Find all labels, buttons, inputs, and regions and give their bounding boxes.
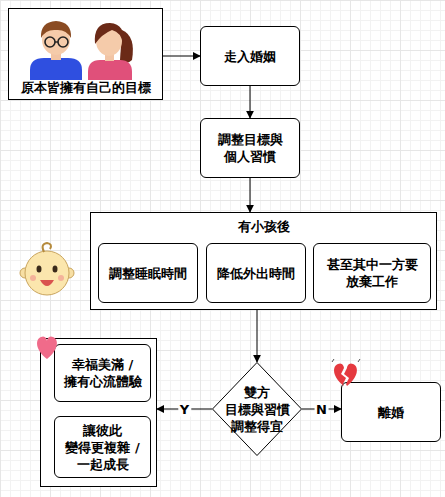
decision-diamond: 雙方 目標與習慣 調整得宜 <box>212 362 302 456</box>
baby-ear <box>64 268 74 278</box>
baby-eye <box>37 266 42 273</box>
flow-arrow <box>302 409 341 410</box>
man-shirt <box>30 58 82 80</box>
process-box: 調整睡眠時間 <box>98 243 198 303</box>
node-text: 走入婚姻 <box>224 48 276 65</box>
man-figure <box>30 21 82 80</box>
node-text: 調整目標與 個人習慣 <box>204 131 296 165</box>
heart-icon <box>37 336 57 359</box>
man-face <box>42 25 70 55</box>
node-text: 調整睡眠時間 <box>109 265 187 282</box>
flow-arrow <box>163 56 200 57</box>
flow-arrow <box>250 86 251 118</box>
man-neck <box>51 52 61 60</box>
baby-face <box>20 243 74 295</box>
process-box: 走入婚姻 <box>200 26 300 86</box>
outcome-box: 幸福美滿 / 擁有心流體驗 <box>54 344 151 402</box>
baby-cheek <box>30 275 36 281</box>
end-box: 離婚 <box>341 382 441 442</box>
edge-label: Y <box>178 402 191 417</box>
woman-hair <box>95 23 124 44</box>
baby-hair <box>43 243 51 252</box>
baby-cheek <box>58 275 64 281</box>
start-box: 原本皆擁有自己的目標 <box>8 8 163 100</box>
node-text: 離婚 <box>378 404 404 421</box>
woman-figure <box>88 23 133 80</box>
process-box: 降低外出時間 <box>206 243 306 303</box>
outcome-group-box: 幸福美滿 / 擁有心流體驗讓彼此 變得更複雜 / 一起成長 <box>40 338 157 487</box>
baby-ear <box>20 268 30 278</box>
group-box: 有小孩後調整睡眠時間 降低外出時間 甚至其中一方要 放棄工作 <box>90 212 437 310</box>
man-hair <box>41 21 71 38</box>
broken-heart-right <box>344 363 357 386</box>
node-text: 雙方 目標與習慣 調整得宜 <box>221 384 293 435</box>
node-text: 有小孩後 <box>238 218 290 235</box>
process-box: 甚至其中一方要 放棄工作 <box>313 243 431 303</box>
flow-arrow <box>257 310 258 362</box>
man-glasses <box>55 41 58 42</box>
edge-label: N <box>314 402 329 417</box>
node-text: 原本皆擁有自己的目標 <box>21 79 151 96</box>
flow-arrow <box>250 178 251 212</box>
process-box: 調整目標與 個人習慣 <box>200 118 300 178</box>
node-text: 降低外出時間 <box>217 265 295 282</box>
man-glasses <box>45 37 55 47</box>
baby-eye <box>53 266 58 273</box>
flow-arrow <box>157 409 212 410</box>
broken-heart-icon <box>332 359 360 386</box>
node-text: 幸福美滿 / 擁有心流體驗 <box>58 356 147 390</box>
woman-shirt <box>88 60 132 80</box>
woman-ponytail <box>120 30 133 63</box>
baby-head <box>25 251 69 295</box>
crack-mark <box>332 359 334 362</box>
broken-heart-left <box>334 363 346 386</box>
diamond-shape <box>213 363 302 456</box>
woman-neck <box>105 53 114 61</box>
node-text: 甚至其中一方要 放棄工作 <box>317 256 427 290</box>
node-text: 讓彼此 變得更複雜 / 一起成長 <box>58 422 147 473</box>
woman-face <box>96 26 122 56</box>
outcome-box: 讓彼此 變得更複雜 / 一起成長 <box>54 416 151 478</box>
crack-mark <box>358 359 360 362</box>
man-glasses <box>58 37 68 47</box>
baby-mouth <box>40 280 54 286</box>
